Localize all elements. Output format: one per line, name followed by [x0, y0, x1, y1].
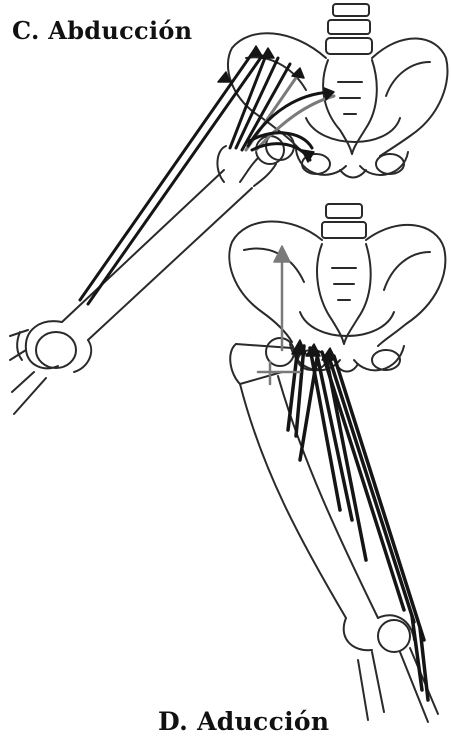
- adductor-arrowheads: [274, 246, 290, 262]
- adductor-gray-arrows: [258, 256, 300, 384]
- tibia-abducted: [10, 330, 46, 414]
- abductor-muscles: [80, 48, 334, 304]
- caption-abduction: C. Abducción: [12, 16, 192, 45]
- pelvis-top: [228, 4, 448, 178]
- femur-abducted: [26, 136, 284, 372]
- caption-adduction: D. Aducción: [158, 707, 329, 736]
